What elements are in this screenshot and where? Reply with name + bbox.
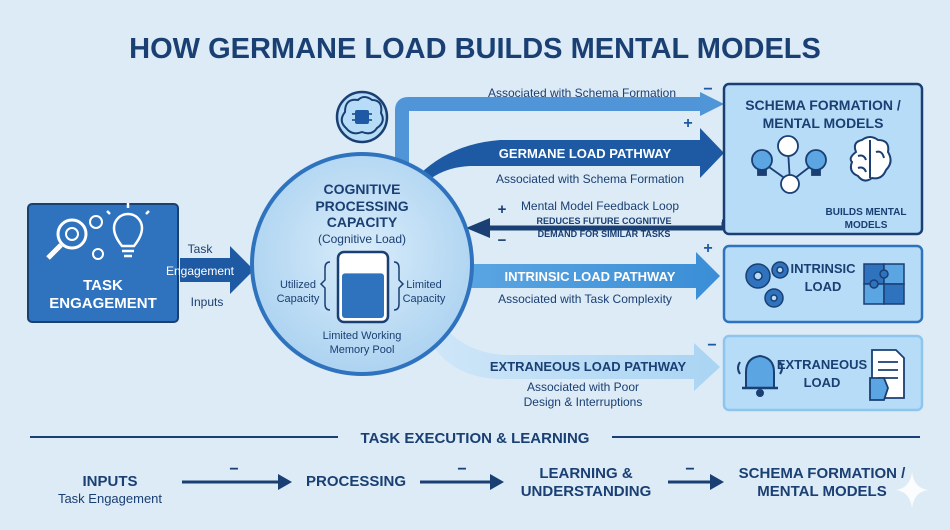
intrinsic-box-line-1: INTRINSIC [791,261,857,276]
schema-box-title-1: SCHEMA FORMATION / [745,97,901,113]
feedback-loop-arrow-head [466,218,490,238]
flow-arrow-3-head [710,474,724,490]
flow-learning-1: LEARNING & [539,465,633,482]
flow-schema-2: MENTAL MODELS [757,483,886,500]
lightbulb-icon [106,203,150,258]
feedback-plus: + [498,201,507,218]
task-arrow-top-label: Task [188,242,214,256]
intrinsic-pathway-label: INTRINSIC LOAD PATHWAY [505,269,676,284]
flow-processing: PROCESSING [306,473,406,490]
schema-caption-2: MODELS [845,220,888,231]
capacity-title-3: CAPACITY [327,214,398,230]
feedback-loop-sub2: DEMAND FOR SIMILAR TASKS [538,229,671,239]
left-bracket [319,261,331,311]
germane-pathway-sublabel: Associated with Schema Formation [496,172,684,186]
top-path-plus: + [683,115,692,132]
top-schema-arrow [395,97,704,172]
feedback-loop-sub1: REDUCES FUTURE COGNITIVE [536,216,671,226]
flow-minus-1: − [229,461,238,478]
lightbulb-network-icon [751,135,827,194]
brain-icon [849,136,892,182]
schema-box-title-2: MENTAL MODELS [763,115,884,131]
task-box-label-2: ENGAGEMENT [49,295,157,312]
capacity-subtitle: (Cognitive Load) [318,232,406,246]
germane-pathway-label: GERMANE LOAD PATHWAY [499,146,672,161]
extraneous-pathway-sub1: Associated with Poor [527,380,639,394]
extraneous-pathway-arrow [432,328,720,391]
puzzle-icon [863,263,905,305]
gears-icon [745,261,789,308]
extraneous-pathway-sub2: Design & Interruptions [524,395,643,409]
limited-capacity-2: Capacity [403,293,446,305]
extraneous-box-line-1: EXTRANEOUS [777,357,868,372]
intrinsic-plus: + [703,240,712,257]
schema-caption-1: BUILDS MENTAL [826,207,907,218]
document-icon [869,349,905,401]
diagram-title: HOW GERMANE LOAD BUILDS MENTAL MODELS [129,33,821,65]
memory-pool-label-2: Memory Pool [330,344,395,356]
top-schema-arrow-head [700,92,724,116]
intrinsic-box-line-2: LOAD [805,279,842,294]
task-arrow-bottom-label: Inputs [191,295,224,309]
intrinsic-pathway-arrow [470,252,720,300]
flow-minus-3: − [685,461,694,478]
limited-capacity-1: Limited [406,279,441,291]
flow-arrow-2-head [490,474,504,490]
flow-inputs-title: INPUTS [82,473,137,490]
extraneous-pathway-label: EXTRANEOUS LOAD PATHWAY [490,359,687,374]
utilized-capacity-2: Capacity [277,293,320,305]
top-path-label: Associated with Schema Formation [488,86,676,100]
extraneous-box-line-2: LOAD [804,375,841,390]
top-path-minus: − [703,81,712,98]
section-title: TASK EXECUTION & LEARNING [361,430,590,447]
flow-inputs-sub: Task Engagement [58,491,162,506]
flow-minus-2: − [457,461,466,478]
task-engagement-arrow [180,246,254,294]
capacity-title-2: PROCESSING [315,198,408,214]
utilized-capacity-1: Utilized [280,279,316,291]
flow-arrow-1-head [278,474,292,490]
memory-pool-label-1: Limited Working [323,330,402,342]
sparkle-icon [896,472,928,508]
brain-chip-icon [335,90,389,144]
flow-schema-1: SCHEMA FORMATION / [739,465,906,482]
feedback-loop-label: Mental Model Feedback Loop [521,199,679,213]
alarm-bell-icon [737,354,783,397]
task-arrow-mid-label: Engagement [166,264,235,278]
extraneous-minus: − [707,337,716,354]
intrinsic-pathway-sublabel: Associated with Task Complexity [498,292,672,306]
magnifier-gear-icon [46,215,104,260]
flow-learning-2: UNDERSTANDING [521,483,652,500]
task-box-label-1: TASK [83,277,123,294]
memory-pool-fill [342,273,384,318]
right-bracket [393,261,405,311]
feedback-minus: − [498,232,507,249]
capacity-title-1: COGNITIVE [323,181,400,197]
germane-pathway-arrow [400,128,724,200]
